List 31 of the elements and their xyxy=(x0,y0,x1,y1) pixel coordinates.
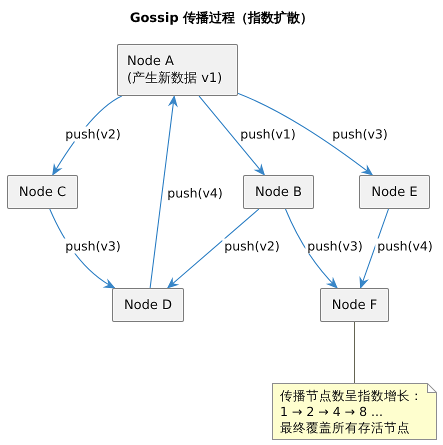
leader-line xyxy=(354,322,355,384)
edge-label: push(v3) xyxy=(305,238,365,254)
node-box xyxy=(243,175,314,209)
arrow xyxy=(238,92,374,176)
node-label: Node B xyxy=(255,184,302,200)
edge-label: push(v2) xyxy=(222,238,282,254)
node-label: Node F xyxy=(332,298,378,312)
note-box xyxy=(272,383,437,440)
arrow xyxy=(198,96,266,176)
edge-label: push(v1) xyxy=(238,126,298,142)
node-box xyxy=(7,175,78,209)
node-box xyxy=(359,175,430,209)
node-label: Node D xyxy=(124,298,172,312)
edge-label: push(v4) xyxy=(375,238,435,254)
node-box xyxy=(112,288,184,322)
node-label: Node C xyxy=(18,184,66,200)
node-box xyxy=(117,44,238,96)
node-label: (产生新数据 v1) xyxy=(127,70,222,86)
node-label: Node E xyxy=(371,184,418,200)
arrow xyxy=(166,208,260,289)
arrow xyxy=(150,95,178,288)
node-label: Node A xyxy=(127,54,174,68)
note-text: 传播节点数呈指数增长： 1 → 2 → 4 → 8 ... 最终覆盖所有存活节点 xyxy=(279,387,424,437)
diagram-title: Gossip 传播过程（指数扩散） xyxy=(128,10,314,27)
edge-label: push(v4) xyxy=(165,186,225,200)
arrow xyxy=(359,208,389,289)
edge-label: push(v3) xyxy=(63,238,123,254)
arrow xyxy=(284,208,338,289)
edge-label: push(v3) xyxy=(330,126,390,142)
node-box xyxy=(320,288,389,322)
edge-label: push(v2) xyxy=(63,126,123,142)
